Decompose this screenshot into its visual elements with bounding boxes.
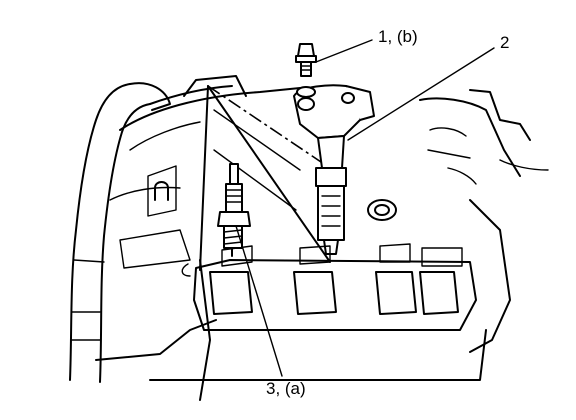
spark-plug-icon (217, 163, 251, 257)
coolant-hose (69, 82, 171, 383)
head-cover (181, 243, 477, 331)
ignition-coil-icon (293, 84, 375, 255)
callout-coil: 2 (500, 33, 510, 52)
bolt-icon (295, 43, 317, 98)
callout-spark-plug: 3, (a) (266, 379, 306, 398)
leader-lines (235, 39, 495, 377)
callout-bolt: 1, (b) (378, 27, 418, 46)
engine-block (95, 75, 549, 401)
cutaway-outline (199, 85, 331, 271)
lifting-eye (367, 199, 397, 221)
